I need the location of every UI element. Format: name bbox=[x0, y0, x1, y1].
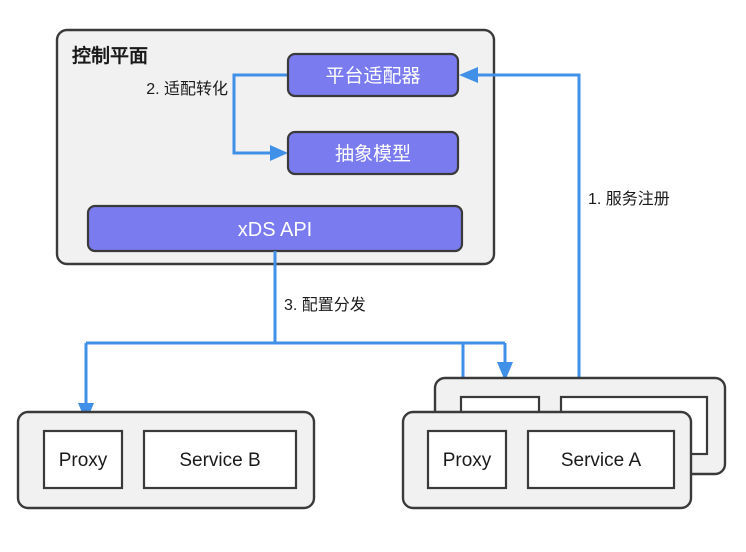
flow-adapt-transform-arrow bbox=[232, 73, 288, 161]
flow-service-register-arrow bbox=[459, 67, 581, 378]
abstract-model-box[interactable] bbox=[286, 130, 460, 176]
pod-service-b[interactable]: Proxy Service B bbox=[16, 410, 316, 510]
pod-service-a-proxy-box[interactable] bbox=[426, 429, 508, 490]
pod-service-b-service-label: Service B bbox=[179, 450, 260, 471]
pod-service-a-service-box[interactable] bbox=[526, 429, 676, 490]
platform-adapter-label: 平台适配器 bbox=[325, 65, 420, 87]
flow-3-label: 3. 配置分发 bbox=[284, 296, 366, 314]
component-abstract-model[interactable]: 抽象模型 bbox=[286, 130, 460, 176]
control-plane-title: 控制平面 bbox=[72, 44, 148, 67]
abstract-model-label: 抽象模型 bbox=[335, 143, 411, 165]
xds-api-label: xDS API bbox=[238, 219, 312, 241]
pod-service-b-proxy-box[interactable] bbox=[42, 429, 124, 490]
flow-2-label: 2. 适配转化 bbox=[146, 80, 228, 98]
component-platform-adapter[interactable]: 平台适配器 bbox=[286, 52, 460, 98]
pod-service-b-proxy-label: Proxy bbox=[59, 450, 108, 471]
arrow-head-proxy-a-back bbox=[497, 362, 513, 381]
flow-1-label: 1. 服务注册 bbox=[588, 190, 670, 208]
arrow-head-platform-adapter bbox=[459, 67, 478, 83]
pod-service-a[interactable]: Proxy Service A bbox=[401, 410, 693, 510]
arrow-head-abstract-model bbox=[270, 145, 288, 161]
component-xds-api[interactable]: xDS API bbox=[86, 204, 464, 253]
pod-service-a-proxy-label: Proxy bbox=[443, 450, 492, 471]
pod-service-b-service-box[interactable] bbox=[142, 429, 298, 490]
platform-adapter-box[interactable] bbox=[286, 52, 460, 98]
pod-service-a-service-label: Service A bbox=[561, 450, 642, 471]
